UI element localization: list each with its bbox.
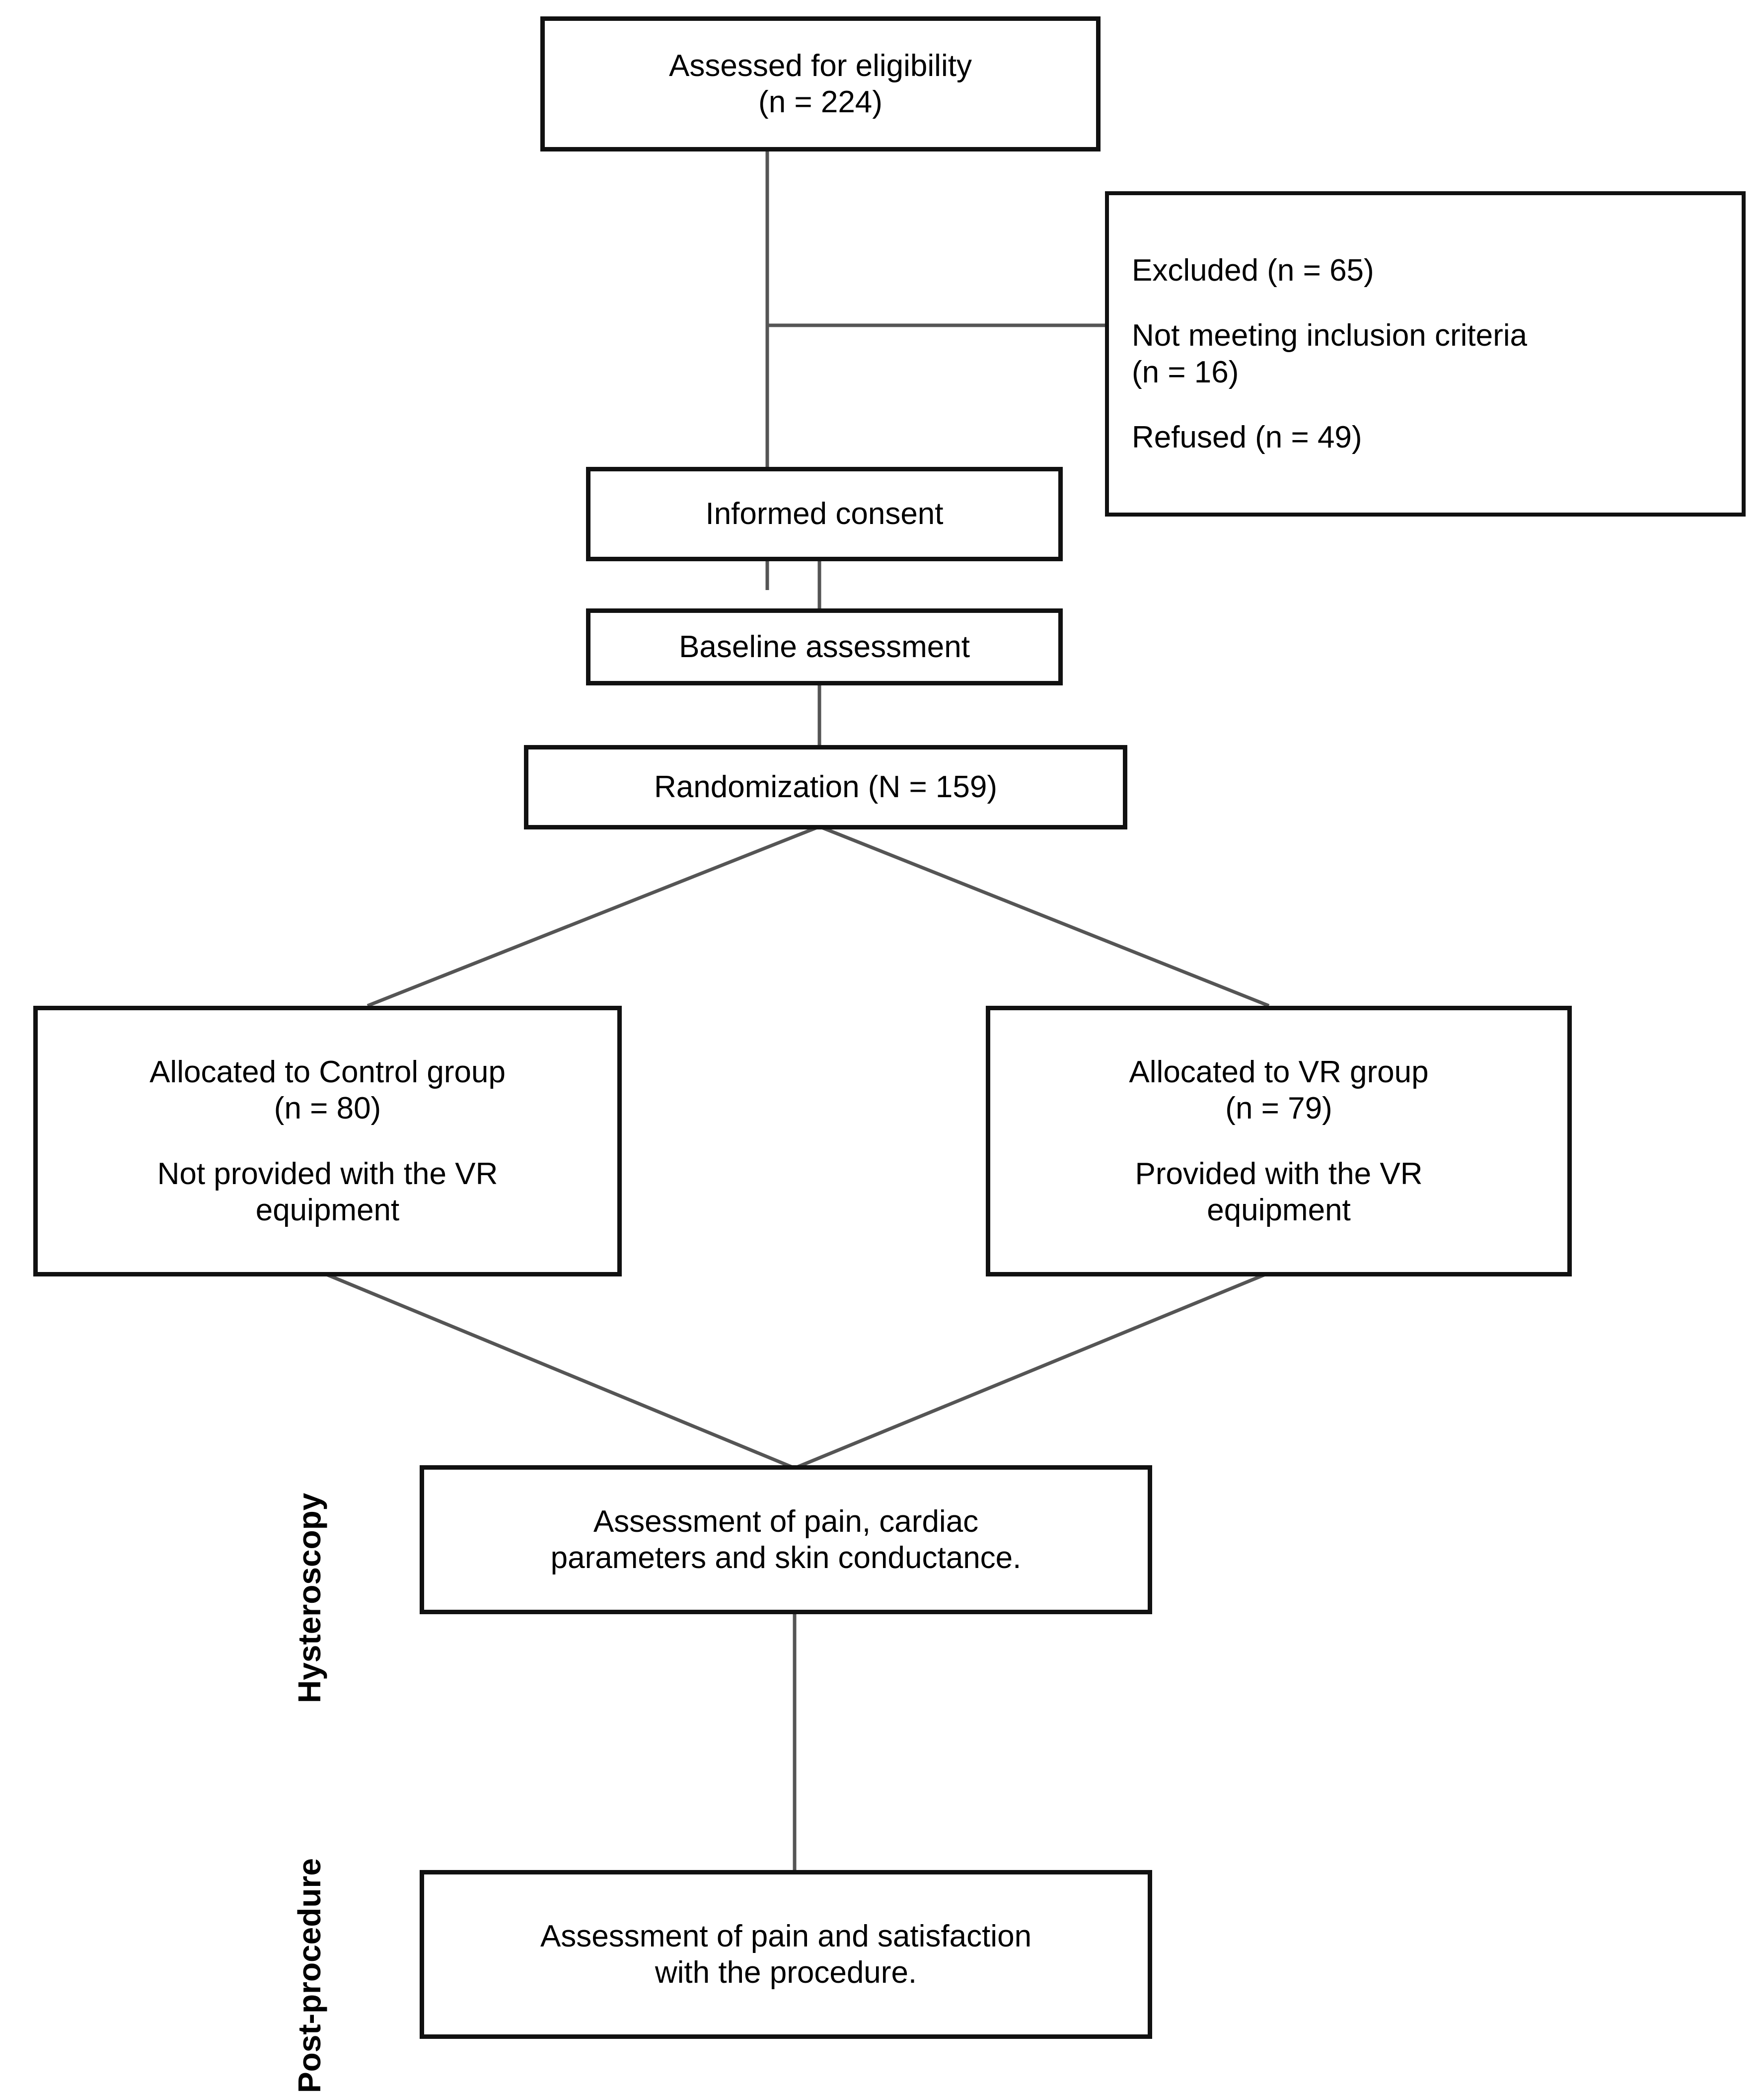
excluded-reason-2: Refused (n = 49)	[1132, 420, 1362, 454]
excluded-heading: Excluded (n = 65)	[1132, 253, 1374, 288]
assessment-post-line-2: with the procedure.	[655, 1955, 917, 1990]
control-group-count: (n = 80)	[274, 1091, 381, 1126]
control-group-line-1: Allocated to Control group	[149, 1055, 506, 1090]
phase-label-post-procedure: Post-procedure	[292, 1858, 327, 2093]
vr-group-spacer	[990, 1127, 1567, 1156]
node-allocated-vr-group: Allocated to VR group (n = 79) Provided …	[986, 1006, 1572, 1276]
node-assessment-intraprocedure: Assessment of pain, cardiac parameters a…	[420, 1465, 1152, 1614]
phase-label-hysteroscopy: Hysteroscopy	[292, 1493, 327, 1703]
node-informed-consent: Informed consent	[586, 467, 1063, 561]
vr-group-line-3: Provided with the VR	[1135, 1156, 1423, 1191]
node-excluded: Excluded (n = 65) Not meeting inclusion …	[1105, 191, 1746, 517]
assessment-intra-line-1: Assessment of pain, cardiac	[593, 1504, 979, 1539]
assessment-post-line-1: Assessment of pain and satisfaction	[540, 1919, 1032, 1953]
control-group-line-4: equipment	[255, 1193, 400, 1227]
vr-group-count: (n = 79)	[1225, 1091, 1332, 1126]
excluded-reason-1: Not meeting inclusion criteria	[1132, 318, 1528, 353]
node-baseline-assessment: Baseline assessment	[586, 608, 1063, 685]
vr-group-line-1: Allocated to VR group	[1129, 1055, 1429, 1090]
assessed-line-2: (n = 224)	[758, 85, 882, 119]
node-allocated-control-group: Allocated to Control group (n = 80) Not …	[33, 1006, 622, 1276]
assessment-intra-line-2: parameters and skin conductance.	[550, 1541, 1022, 1575]
vr-group-line-4: equipment	[1207, 1193, 1351, 1227]
node-randomization: Randomization (N = 159)	[524, 745, 1127, 829]
randomization-label: Randomization (N = 159)	[654, 770, 997, 805]
baseline-assessment-label: Baseline assessment	[679, 629, 970, 664]
excluded-reason-1-count: (n = 16)	[1132, 355, 1239, 389]
control-group-spacer	[38, 1127, 617, 1156]
node-assessed-for-eligibility: Assessed for eligibility (n = 224)	[540, 16, 1101, 151]
control-group-line-3: Not provided with the VR	[157, 1156, 498, 1191]
assessed-line-1: Assessed for eligibility	[669, 48, 972, 83]
informed-consent-label: Informed consent	[705, 497, 944, 531]
node-assessment-postprocedure: Assessment of pain and satisfaction with…	[420, 1870, 1152, 2039]
